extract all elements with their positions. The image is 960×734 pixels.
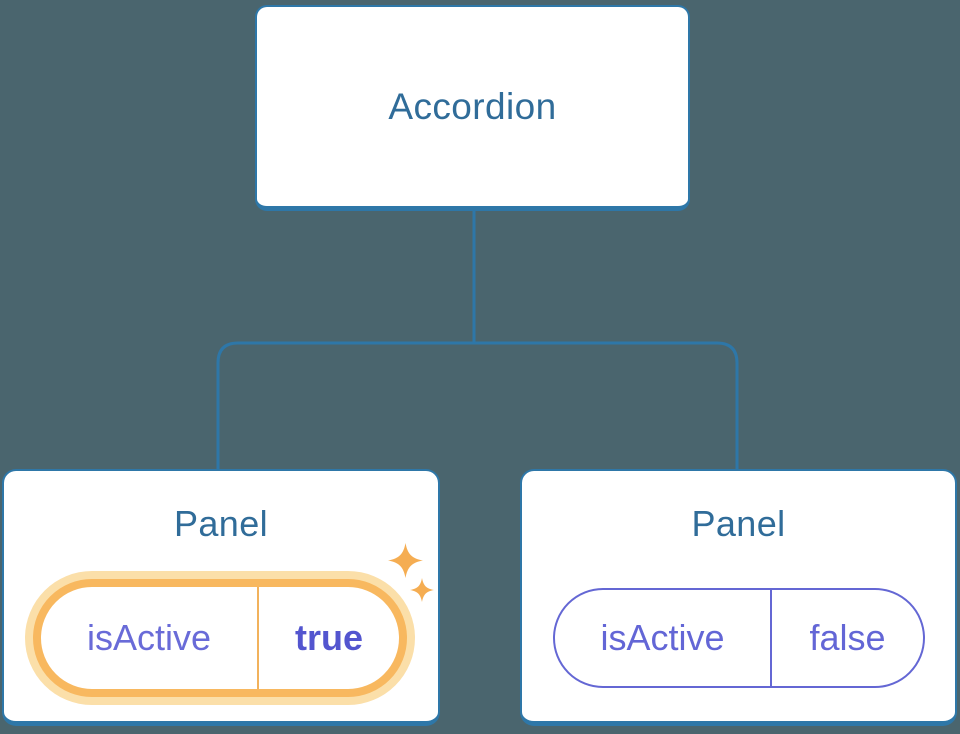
panel-node-label: Panel (173, 503, 269, 544)
prop-value-label: true (294, 617, 363, 658)
pill-divider (257, 587, 259, 689)
prop-name-label: isActive (86, 617, 212, 658)
prop-pill-inactive: isActive false (553, 588, 925, 688)
pill-divider (770, 590, 772, 686)
prop-name-label: isActive (600, 617, 725, 658)
panel-node-label: Panel (691, 503, 786, 544)
prop-pill-active: isActive true (33, 579, 407, 697)
panel-node-active: Panel isActive true (2, 469, 440, 726)
prop-value-label: false (809, 617, 886, 658)
panel-node-inactive: Panel isActive false (520, 469, 957, 726)
accordion-node-label: Accordion (388, 85, 557, 127)
accordion-node: Accordion (255, 5, 690, 211)
